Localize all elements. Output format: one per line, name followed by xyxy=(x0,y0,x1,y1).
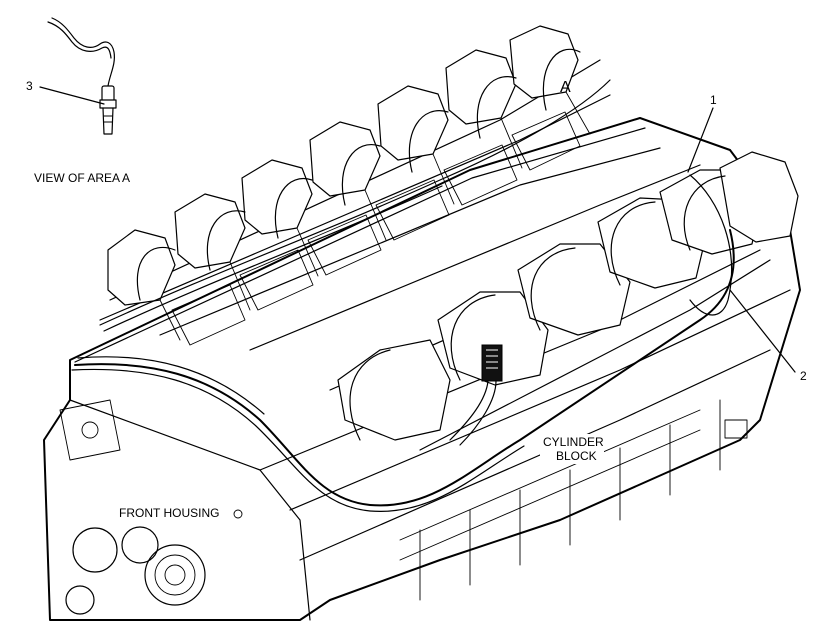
cylinder-block-label-line1: CYLINDER xyxy=(543,435,604,449)
harness-connector xyxy=(449,344,503,446)
area-a-marker: A xyxy=(560,79,571,96)
wiring-harness xyxy=(71,48,735,513)
sensor-wire-outline xyxy=(47,21,112,59)
sensor-nut xyxy=(99,99,117,109)
sensor-probe xyxy=(102,107,114,135)
front-housing-label-bg xyxy=(116,505,230,521)
cylinder-block-label-line2: BLOCK xyxy=(556,449,597,463)
callout-1: 1 xyxy=(710,93,717,107)
sensor-wire xyxy=(51,17,115,87)
callout-2-leader xyxy=(729,289,796,373)
view-of-area-label: VIEW OF AREA A xyxy=(34,171,130,185)
callout-3: 3 xyxy=(26,79,33,93)
front-housing xyxy=(59,399,243,615)
callout-1-leader xyxy=(687,107,714,173)
sensor-inset xyxy=(39,17,117,135)
valve-covers-back-bank xyxy=(107,25,591,346)
front-housing-label: FRONT HOUSING xyxy=(119,506,219,520)
callout-3-leader xyxy=(39,86,105,105)
cylinder-block-label-bg xyxy=(540,434,604,464)
callout-2: 2 xyxy=(800,369,807,383)
